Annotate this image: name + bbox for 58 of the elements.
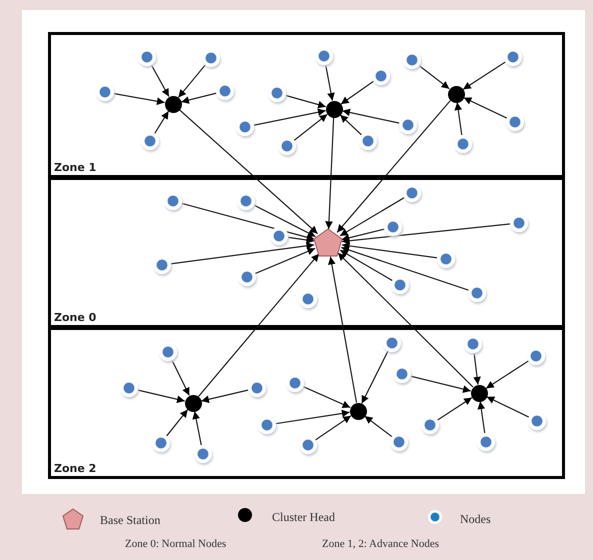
legend-label: Nodes	[460, 512, 491, 527]
zone-note: Zone 1, 2: Advance Nodes	[322, 538, 439, 550]
arrow	[341, 228, 384, 242]
arrow	[171, 360, 190, 396]
arrow	[325, 117, 334, 230]
zone-band	[48, 32, 565, 178]
arrow	[178, 109, 318, 234]
legend-label: Cluster Head	[272, 510, 335, 525]
arrow	[198, 253, 320, 397]
arrow	[477, 401, 486, 434]
base-station-pentagon	[313, 228, 343, 258]
arrow	[114, 93, 165, 105]
arrow	[364, 416, 392, 437]
arrow	[437, 397, 472, 421]
arrow	[328, 256, 358, 403]
arrow	[150, 64, 170, 97]
arrow	[486, 396, 530, 418]
arrow	[181, 92, 216, 104]
arrow	[255, 248, 316, 274]
arrow	[201, 390, 248, 404]
arrow	[340, 197, 405, 236]
arrow	[342, 242, 438, 258]
arrow	[340, 250, 392, 281]
legend-label: Base Station	[100, 513, 160, 528]
arrow	[340, 80, 374, 105]
arrow	[294, 114, 328, 141]
arrow	[473, 352, 481, 385]
arrow	[166, 409, 188, 436]
arrow	[170, 242, 314, 264]
arrow	[254, 204, 316, 238]
arrow	[286, 94, 326, 108]
arrow	[325, 64, 335, 101]
arrow	[315, 415, 352, 440]
arrow	[361, 350, 388, 404]
arrow	[463, 97, 508, 119]
arrow	[178, 64, 206, 98]
arrow	[138, 390, 185, 404]
arrow	[303, 386, 350, 408]
zone-band	[48, 327, 565, 479]
arrow	[342, 223, 510, 245]
zone-note: Zone 0: Normal Nodes	[125, 538, 226, 550]
arrow	[340, 114, 362, 136]
zone-band	[48, 177, 565, 328]
arrow	[410, 376, 471, 393]
arrow	[486, 360, 529, 389]
arrow	[154, 110, 169, 134]
arrow	[336, 100, 451, 233]
arrow	[254, 108, 326, 126]
arrow	[454, 102, 462, 136]
arrow	[341, 246, 469, 291]
arrow	[462, 61, 506, 90]
arrow	[288, 236, 314, 244]
arrow	[338, 252, 474, 388]
arrow	[342, 108, 400, 124]
arrow	[182, 202, 315, 242]
arrow	[418, 65, 450, 90]
arrow	[192, 411, 202, 446]
arrow	[276, 410, 350, 424]
